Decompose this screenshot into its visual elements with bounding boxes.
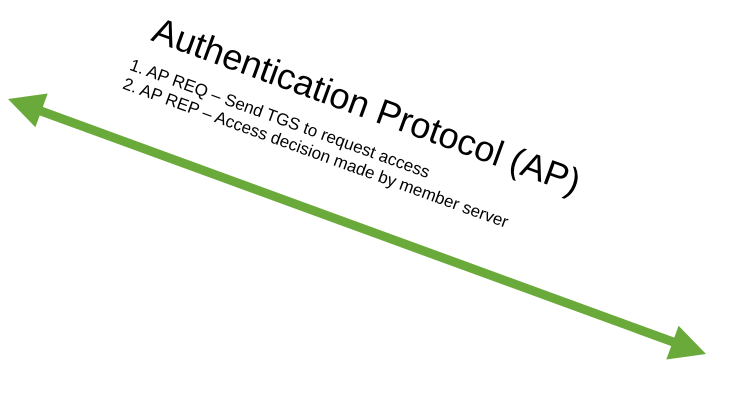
arrow-shaft xyxy=(36,105,678,348)
arrow-head-left xyxy=(8,93,48,128)
text-group: Authentication Protocol (AP) 1. AP REQ –… xyxy=(120,9,586,232)
bidirectional-arrow-icon xyxy=(8,93,706,360)
arrow-head-right xyxy=(666,325,706,360)
